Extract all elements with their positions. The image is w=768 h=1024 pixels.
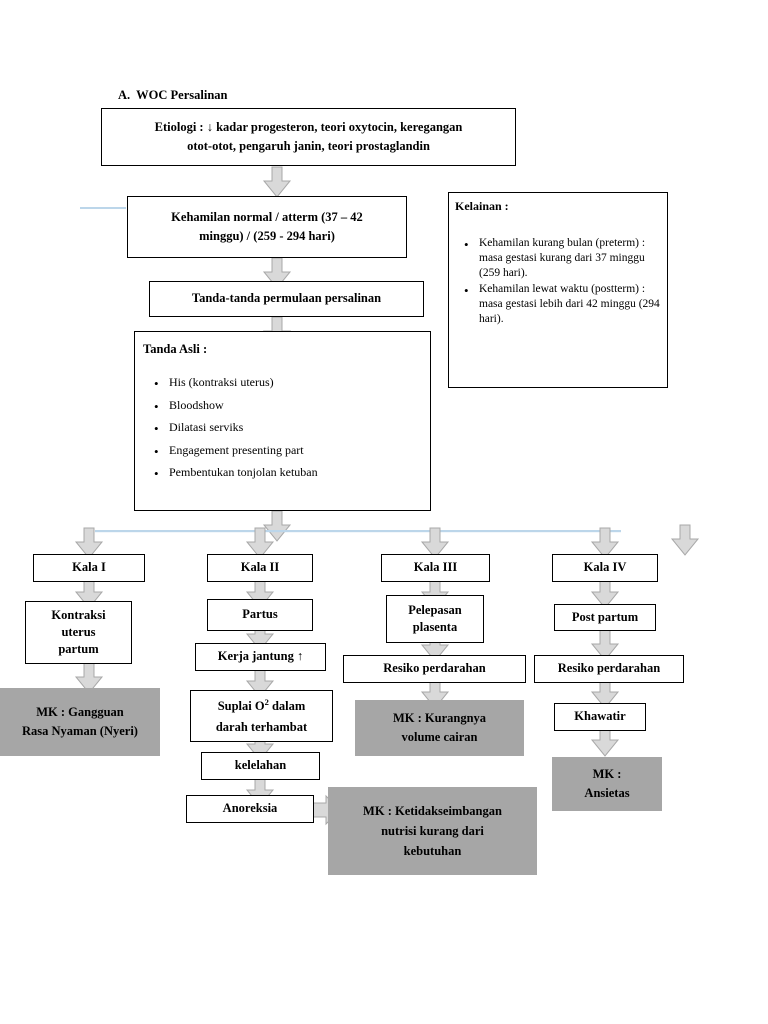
node-suplai-o2-line1: Suplai O2 dalam [218, 695, 306, 717]
node-pelepasan-plasenta: Pelepasan plasenta [386, 595, 484, 643]
node-resiko-perdarahan-kala3: Resiko perdarahan [343, 655, 526, 683]
suplai-post: dalam [268, 698, 306, 713]
node-etiologi-line2: otot-otot, pengaruh janin, teori prostag… [187, 139, 430, 153]
node-kerja-jantung: Kerja jantung ↑ [195, 643, 326, 671]
node-tanda-permulaan-label: Tanda-tanda permulaan persalinan [191, 291, 382, 306]
node-kontraksi-line3: partum [58, 641, 99, 656]
suplai-sup: 2 [264, 696, 269, 707]
node-mk-nutrisi-line3: kebutuhan [403, 844, 462, 859]
arrow-branch-extra-right [671, 524, 699, 556]
arrow-etiologi-to-kehamilan [263, 166, 291, 198]
node-resiko-perdarahan-kala4-label: Resiko perdarahan [557, 661, 661, 676]
node-kala-3-label: Kala III [413, 560, 458, 575]
node-etiologi-line1: Etiologi : ↓ kadar progesteron, teori ox… [154, 119, 463, 134]
node-post-partum-label: Post partum [571, 609, 639, 624]
node-post-partum: Post partum [554, 604, 656, 631]
kelainan-item: Kehamilan kurang bulan (preterm) : masa … [464, 236, 667, 282]
arrow-tandaasli-to-branches [263, 510, 291, 542]
node-kelelahan-label: kelelahan [234, 758, 287, 773]
tanda-asli-item: Engagement presenting part [154, 441, 430, 463]
node-mk-gangguan-rasa-nyaman: MK : Gangguan Rasa Nyaman (Nyeri) [0, 688, 160, 756]
tanda-asli-item: Pembentukan tonjolan ketuban [154, 463, 430, 485]
node-kala-1-label: Kala I [72, 560, 106, 575]
node-pelepasan-line1: Pelepasan [408, 602, 462, 617]
node-khawatir-label: Khawatir [574, 709, 626, 724]
node-tanda-permulaan: Tanda-tanda permulaan persalinan [149, 281, 424, 317]
node-etiologi: Etiologi : ↓ kadar progesteron, teori ox… [101, 108, 516, 166]
node-kerja-jantung-label: Kerja jantung ↑ [217, 649, 304, 664]
kelainan-item: Kehamilan lewat waktu (postterm) : masa … [464, 282, 667, 328]
node-suplai-o2: Suplai O2 dalam darah terhambat [190, 690, 333, 742]
tanda-asli-item: His (kontraksi uterus) [154, 373, 430, 395]
node-kontraksi-uterus-partum: Kontraksi uterus partum [25, 601, 132, 664]
node-kelainan: Kelainan : Kehamilan kurang bulan (prete… [448, 192, 668, 388]
node-kala-4-label: Kala IV [583, 560, 627, 575]
node-kala-3: Kala III [381, 554, 490, 582]
node-kelelahan: kelelahan [201, 752, 320, 780]
tanda-asli-list: His (kontraksi uterus) Bloodshow Dilatas… [135, 373, 430, 485]
node-mk-gangguan-line2: Rasa Nyaman (Nyeri) [22, 724, 138, 738]
tanda-asli-item: Dilatasi serviks [154, 418, 430, 440]
node-mk-volume-line1: MK : Kurangnya [392, 711, 487, 726]
node-mk-ansietas: MK : Ansietas [552, 757, 662, 811]
kelainan-list: Kehamilan kurang bulan (preterm) : masa … [449, 236, 667, 328]
node-kala-2-label: Kala II [240, 560, 280, 575]
tanda-asli-item: Bloodshow [154, 396, 430, 418]
node-partus: Partus [207, 599, 313, 631]
node-mk-ketidakseimbangan-nutrisi: MK : Ketidakseimbangan nutrisi kurang da… [328, 787, 537, 875]
node-resiko-perdarahan-kala3-label: Resiko perdarahan [383, 661, 486, 676]
node-mk-volume-line2: volume cairan [401, 730, 478, 744]
node-kontraksi-line2: uterus [61, 625, 96, 640]
node-anoreksia: Anoreksia [186, 795, 314, 823]
node-mk-kurangnya-volume-cairan: MK : Kurangnya volume cairan [355, 700, 524, 756]
node-kala-1: Kala I [33, 554, 145, 582]
node-mk-nutrisi-line2: nutrisi kurang dari [381, 823, 484, 838]
node-mk-ansietas-line2: Ansietas [584, 786, 630, 800]
node-kehamilan-line1: Kehamilan normal / atterm (37 – 42 [171, 209, 363, 224]
node-mk-gangguan-line1: MK : Gangguan [36, 705, 124, 720]
node-mk-nutrisi-line1: MK : Ketidakseimbangan [363, 803, 502, 818]
node-kelainan-heading: Kelainan : [455, 199, 509, 213]
node-khawatir: Khawatir [554, 703, 646, 731]
page-title: A. WOC Persalinan [118, 88, 228, 102]
node-kala-4: Kala IV [552, 554, 658, 582]
node-tanda-asli: Tanda Asli : His (kontraksi uterus) Bloo… [134, 331, 431, 511]
node-kala-2: Kala II [207, 554, 313, 582]
node-tanda-asli-heading: Tanda Asli : [143, 342, 208, 356]
node-mk-ansietas-line1: MK : [592, 767, 622, 782]
node-anoreksia-label: Anoreksia [222, 801, 278, 816]
node-partus-label: Partus [242, 607, 278, 622]
node-kontraksi-line1: Kontraksi [51, 608, 106, 623]
left-stub-line [80, 207, 126, 209]
branch-distribution-line [95, 530, 621, 533]
suplai-pre: Suplai O [217, 698, 265, 713]
node-suplai-o2-line2: darah terhambat [215, 719, 308, 734]
node-pelepasan-line2: plasenta [412, 620, 458, 634]
node-kehamilan-line2: minggu) / (259 - 294 hari) [199, 229, 335, 243]
node-resiko-perdarahan-kala4: Resiko perdarahan [534, 655, 684, 683]
node-kehamilan-normal: Kehamilan normal / atterm (37 – 42 mingg… [127, 196, 407, 258]
